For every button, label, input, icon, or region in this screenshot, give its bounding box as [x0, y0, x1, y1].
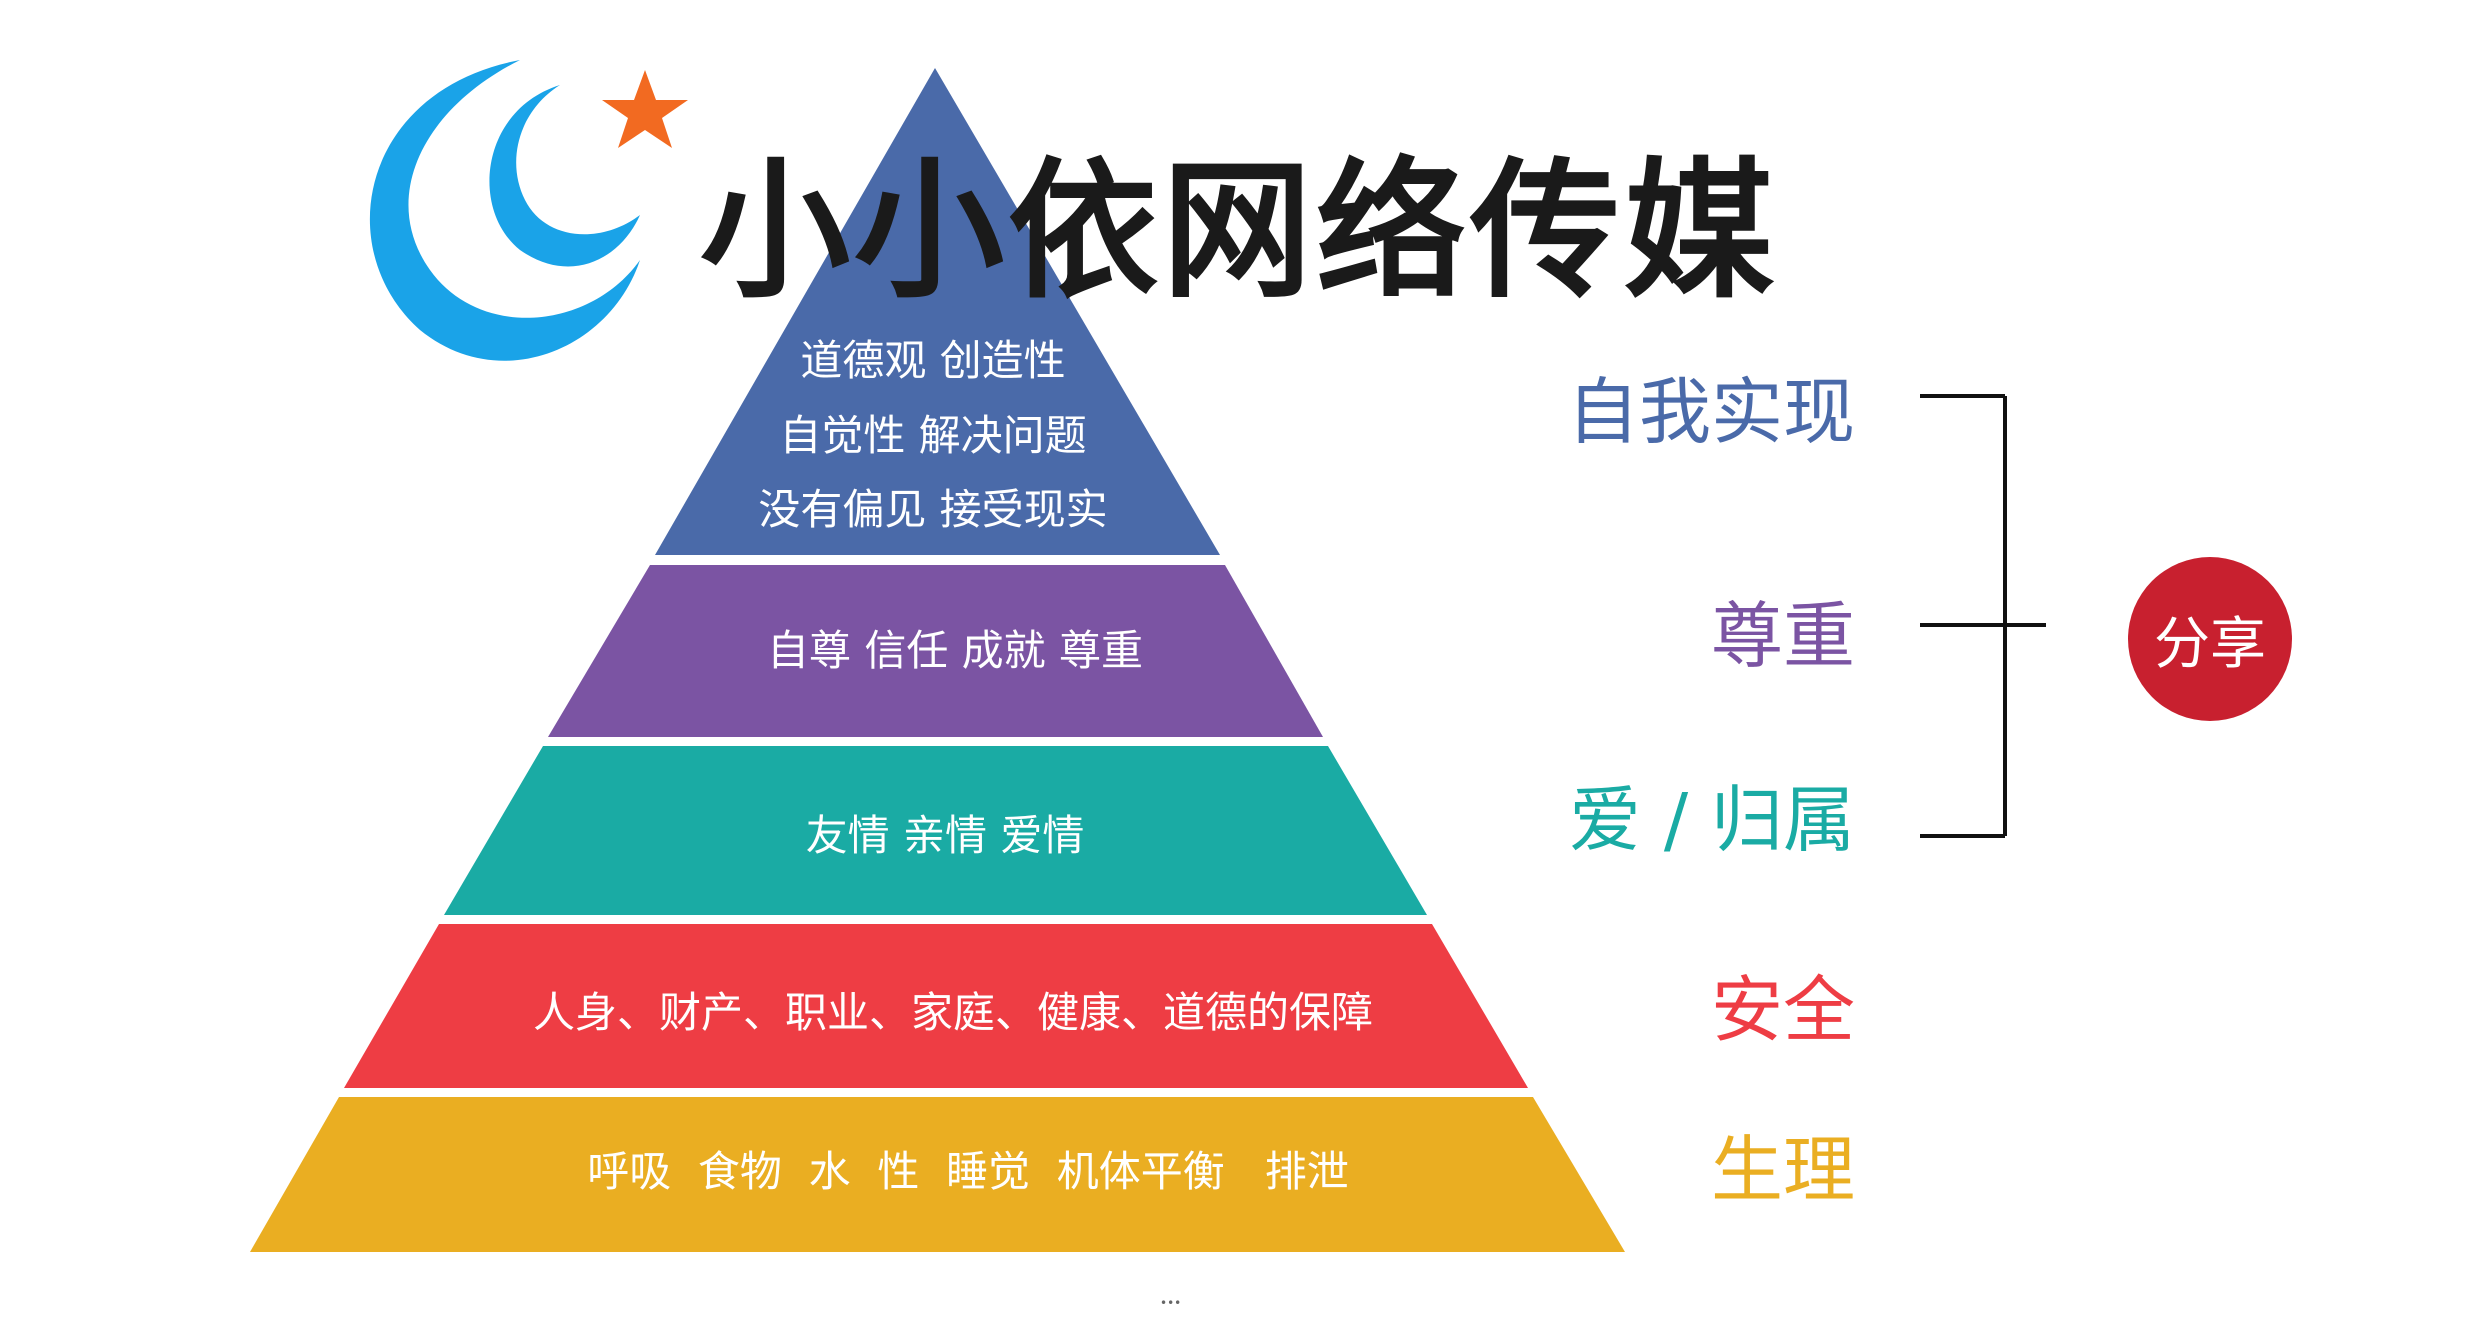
tier-safety	[344, 924, 1528, 1088]
tier-self-actualization	[655, 68, 1220, 555]
share-label: 分享	[2154, 611, 2266, 677]
tier-physiological	[250, 1097, 1625, 1252]
share-badge: 分享	[2128, 557, 2292, 721]
footnote: •••	[1160, 1296, 1182, 1310]
tier-text-physiological: 呼吸 食物 水 性 睡觉 机体平衡 排泄	[587, 1147, 1349, 1196]
level-label-physiological: 生理	[1710, 1128, 1855, 1212]
star-icon	[602, 70, 688, 148]
tier-love-belonging	[444, 746, 1427, 915]
level-label-love-belonging: 爱 / 归属	[1568, 778, 1855, 862]
tier-text-self-2: 自觉性 解决问题	[779, 411, 1086, 460]
tier-text-self-3: 没有偏见 接受现实	[758, 485, 1107, 534]
level-label-esteem: 尊重	[1710, 594, 1855, 678]
logo-swoosh-inner	[489, 85, 640, 267]
tier-text-love: 友情 亲情 爱情	[806, 811, 1085, 860]
tier-text-self-1: 道德观 创造性	[800, 336, 1065, 385]
level-label-self-actualization: 自我实现	[1566, 370, 1855, 454]
tier-esteem	[548, 565, 1323, 737]
tier-text-esteem: 自尊 信任 成就 尊重	[767, 626, 1143, 675]
tier-text-safety: 人身、财产、职业、家庭、健康、道德的保障	[533, 988, 1373, 1037]
level-label-safety: 安全	[1710, 968, 1855, 1052]
logo-text: 小小依网络传媒	[700, 145, 1779, 319]
logo-swoosh-outer	[369, 60, 640, 361]
logo-mark	[369, 60, 688, 361]
bracket-connector	[1920, 394, 2046, 838]
